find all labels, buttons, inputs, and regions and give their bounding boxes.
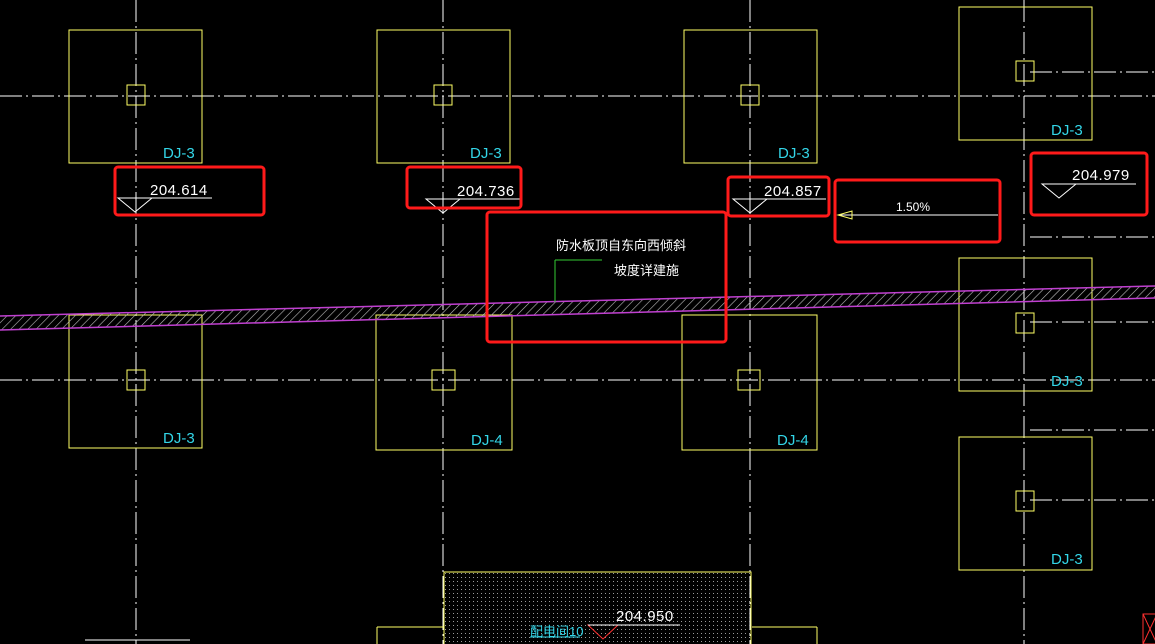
- footing-1: [68, 29, 203, 164]
- slope-value: 1.50%: [896, 200, 930, 214]
- elevation-marker-1: [116, 197, 212, 213]
- corner-marker: [1142, 613, 1155, 644]
- footing-3: [683, 29, 818, 164]
- room-label: 配电间10: [530, 624, 583, 639]
- elevation-marker-4: [1040, 183, 1136, 199]
- footing-label: DJ-3: [1051, 373, 1083, 390]
- footing-label: DJ-4: [471, 432, 503, 449]
- highlight-box-slope: [833, 178, 1002, 244]
- footing-partial-bottom: [376, 626, 818, 644]
- slope-note: 防水板顶自东向西倾斜 坡度详建施: [554, 238, 686, 302]
- footing-label: DJ-3: [470, 145, 502, 162]
- footing-label: DJ-3: [163, 145, 195, 162]
- footing-label: DJ-4: [777, 432, 809, 449]
- footing-7: [681, 314, 818, 451]
- footing-label: DJ-3: [163, 430, 195, 447]
- footing-label: DJ-3: [1051, 122, 1083, 139]
- room-label-text: 配电间10: [530, 624, 583, 639]
- highlight-box-elevation-3: [726, 175, 831, 218]
- highlight-box-elevation-1: [113, 165, 266, 217]
- elevation-value: 204.736: [457, 183, 515, 200]
- elevation-marker-3: [731, 198, 826, 214]
- highlight-box-elevation-4: [1029, 151, 1149, 217]
- footing-4: [958, 6, 1093, 141]
- highlight-box-note: [485, 210, 728, 344]
- footing-2: [376, 29, 511, 164]
- elevation-value: 204.857: [764, 183, 822, 200]
- sloped-hatch-band: [0, 285, 1155, 331]
- elevation-marker-2: [424, 198, 520, 214]
- highlight-box-elevation-2: [405, 165, 523, 210]
- note-line-1: 防水板顶自东向西倾斜: [556, 238, 686, 253]
- elevation-markers: [116, 183, 1136, 640]
- elevation-value: 204.614: [150, 182, 208, 199]
- footing-label: DJ-3: [1051, 551, 1083, 568]
- elevation-value: 204.979: [1072, 167, 1130, 184]
- elevation-marker-5: [586, 624, 680, 640]
- footings: [68, 6, 1093, 644]
- slab-hatched-area: [443, 571, 752, 644]
- footing-9: [958, 436, 1093, 571]
- footing-8: [958, 257, 1093, 392]
- footing-label: DJ-3: [778, 145, 810, 162]
- elevation-value: 204.950: [616, 608, 674, 625]
- footing-6: [375, 314, 513, 451]
- highlight-boxes: [113, 151, 1149, 344]
- note-line-2: 坡度详建施: [614, 263, 679, 278]
- slope-annotation: 1.50%: [836, 200, 998, 220]
